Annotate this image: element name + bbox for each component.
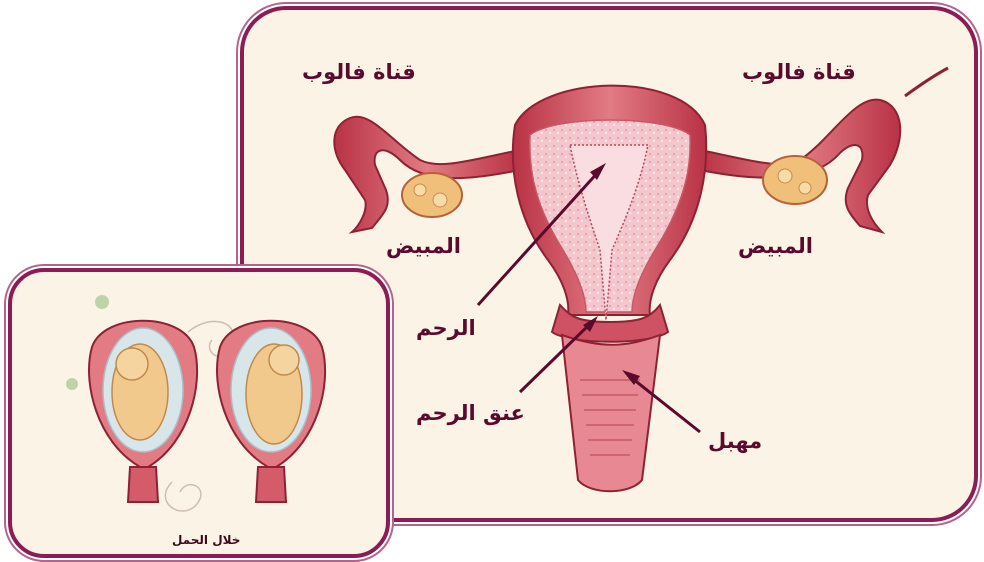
- decorative-leaf: [66, 378, 78, 390]
- ovary-left-follicle: [433, 193, 447, 207]
- cervix-right: [256, 467, 286, 502]
- label-vagina: مهبل: [708, 431, 762, 452]
- label-ovary-left: المبيض: [386, 236, 461, 257]
- label-ovary-right: المبيض: [738, 236, 813, 257]
- ovary-left-follicle: [414, 184, 426, 196]
- pregnancy-illustration: [12, 272, 394, 562]
- ovary-left: [402, 173, 462, 217]
- fetus-right-head: [269, 345, 299, 375]
- label-cervix: عنق الرحم: [416, 403, 525, 424]
- ovary-right-follicle: [799, 182, 811, 194]
- label-fallopian-tube-right: قناة فالوب: [742, 62, 856, 83]
- fetus-left-head: [116, 348, 148, 380]
- cervix-left: [128, 467, 158, 502]
- ligament-strand-right: [905, 68, 948, 96]
- decorative-swirl: [165, 482, 201, 511]
- label-uterus: الرحم: [416, 318, 476, 339]
- inset-pregnancy-panel: خلال الحمل: [8, 268, 390, 558]
- label-fallopian-tube-left: قناة فالوب: [302, 62, 416, 83]
- ovary-right: [763, 156, 827, 204]
- decorative-leaf: [95, 295, 109, 309]
- inset-caption: خلال الحمل: [172, 534, 240, 546]
- vagina: [562, 335, 660, 491]
- ovary-right-follicle: [778, 169, 792, 183]
